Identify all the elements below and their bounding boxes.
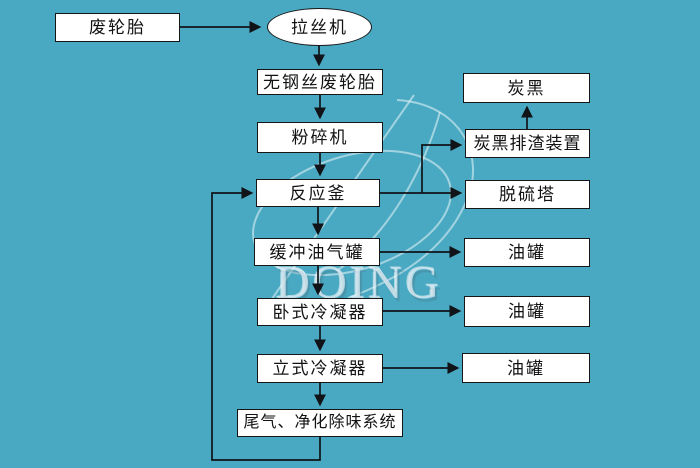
node-tail-gas-purification-system: 尾气、净化除味系统 — [237, 409, 403, 437]
node-crusher: 粉碎机 — [257, 122, 383, 153]
node-waste-tire: 废轮胎 — [55, 13, 180, 42]
node-vertical-condenser: 立式冷凝器 — [257, 354, 383, 383]
node-wire-drawing-machine: 拉丝机 — [267, 8, 372, 46]
node-oil-tank-bottom: 油罐 — [462, 353, 590, 383]
node-no-steel-waste-tire: 无钢丝废轮胎 — [257, 69, 383, 95]
node-buffer-oil-gas-tank: 缓冲油气罐 — [254, 238, 380, 266]
node-oil-tank-top: 油罐 — [464, 238, 590, 267]
node-oil-tank-middle: 油罐 — [464, 296, 590, 327]
edge-tail-gas-recycle-to-reactor — [211, 187, 321, 461]
node-carbon-black-discharge-device: 炭黑排渣装置 — [465, 129, 590, 158]
node-desulfurization-tower: 脱硫塔 — [465, 180, 590, 209]
node-horizontal-condenser: 卧式冷凝器 — [257, 298, 383, 326]
node-carbon-black: 炭黑 — [463, 73, 590, 103]
edge-reactor-to-carbon-discharge — [421, 139, 463, 193]
node-reactor: 反应釜 — [256, 179, 380, 207]
